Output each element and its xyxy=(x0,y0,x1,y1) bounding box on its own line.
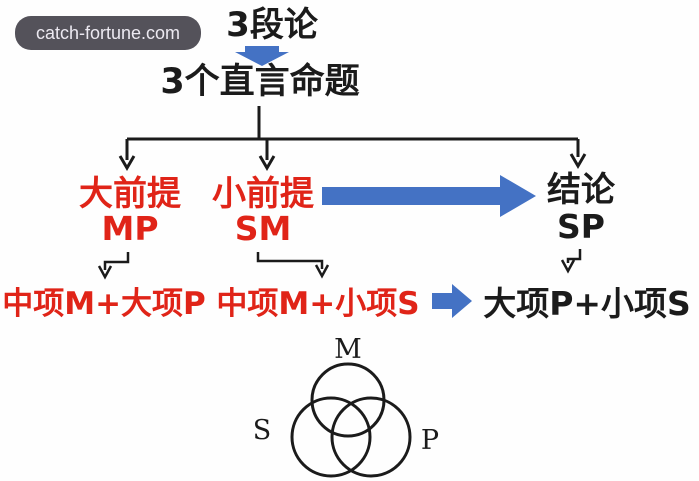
major-premise-terms: 中项M+大项P xyxy=(2,286,206,322)
minor-premise-label: 小前提 xyxy=(212,174,314,214)
page-title: 3段论 xyxy=(226,5,318,45)
venn-label-s: S xyxy=(252,415,272,446)
elbow-arrowhead-conclusion-icon xyxy=(560,259,576,274)
arrowhead-conclusion-icon xyxy=(569,153,587,169)
venn-label-p: P xyxy=(420,425,440,456)
minor-premise-terms: 中项M+小项S xyxy=(216,286,420,322)
down-arrow-icon xyxy=(235,46,289,66)
subtitle: 3个直言命题 xyxy=(160,62,360,102)
elbow-arrowhead-major-icon xyxy=(97,265,113,280)
big-right-arrow-icon xyxy=(322,175,536,217)
arrowhead-major-icon xyxy=(118,155,136,171)
venn-circle-p xyxy=(330,396,412,478)
watermark-text: catch-fortune.com xyxy=(35,22,181,43)
watermark-badge: catch-fortune.com xyxy=(15,16,201,50)
arrowhead-minor-icon xyxy=(258,155,276,171)
conclusion-code: SP xyxy=(557,207,605,246)
tree-connector xyxy=(127,106,578,141)
conclusion-terms: 大项P+小项S xyxy=(483,284,691,323)
conclusion-label: 结论 xyxy=(547,170,615,210)
elbow-arrow-major xyxy=(103,252,130,270)
venn-label-m: M xyxy=(334,334,362,365)
venn-circle-s xyxy=(290,396,372,478)
major-premise-code: MP xyxy=(101,209,159,248)
small-right-arrow-icon xyxy=(432,284,472,318)
minor-premise-code: SM xyxy=(234,209,292,248)
elbow-arrowhead-minor-icon xyxy=(314,264,330,279)
elbow-arrow-conclusion xyxy=(566,249,582,263)
elbow-arrow-minor xyxy=(256,252,324,269)
major-premise-label: 大前提 xyxy=(79,174,181,214)
